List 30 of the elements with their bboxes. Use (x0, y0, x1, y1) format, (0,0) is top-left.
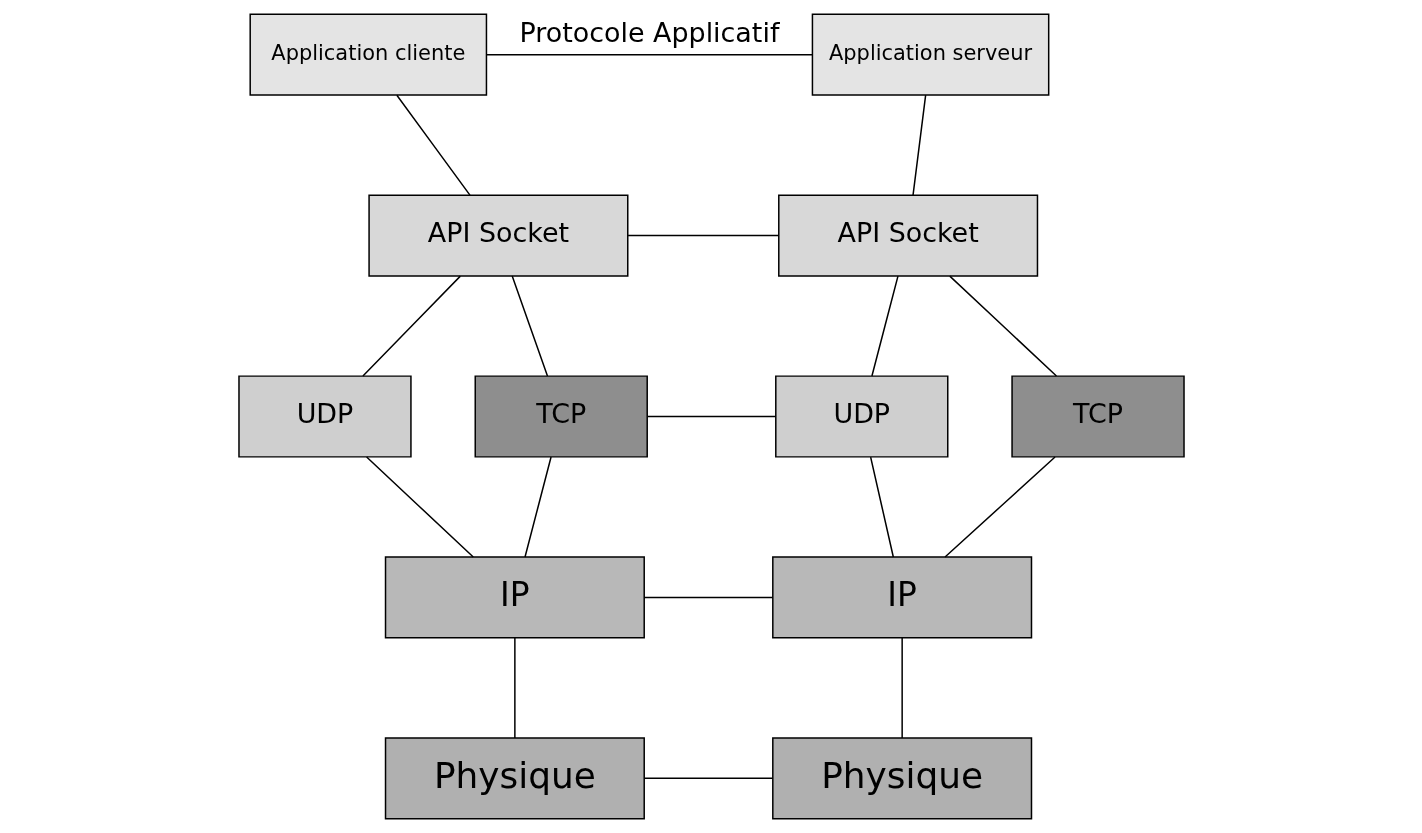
connector (510, 275, 548, 377)
connector (523, 456, 552, 558)
connector (911, 94, 926, 196)
connector (365, 456, 474, 558)
connector (361, 275, 461, 377)
connector (870, 275, 899, 377)
node-box: API Socket (367, 194, 628, 277)
connector (646, 415, 776, 418)
connector (900, 637, 903, 739)
connector (395, 94, 471, 196)
node-box: TCP (474, 375, 648, 458)
node-box: Application serveur (811, 13, 1049, 96)
connector (642, 777, 773, 780)
connector (948, 275, 1057, 377)
connector (513, 637, 516, 739)
node-box: TCP (1010, 375, 1185, 458)
node-box: IP (771, 556, 1032, 639)
node-box: Physique (384, 737, 645, 820)
connector (626, 234, 779, 237)
connector (642, 596, 773, 599)
connector (485, 53, 813, 56)
node-box: IP (384, 556, 645, 639)
node-box: Application cliente (248, 13, 487, 96)
node-box: UDP (774, 375, 948, 458)
connector (943, 456, 1056, 558)
edge-label: Protocole Applicatif (519, 16, 779, 48)
node-box: UDP (237, 375, 412, 458)
node-box: Physique (771, 737, 1032, 820)
node-box: API Socket (777, 194, 1038, 277)
connector (869, 456, 894, 558)
